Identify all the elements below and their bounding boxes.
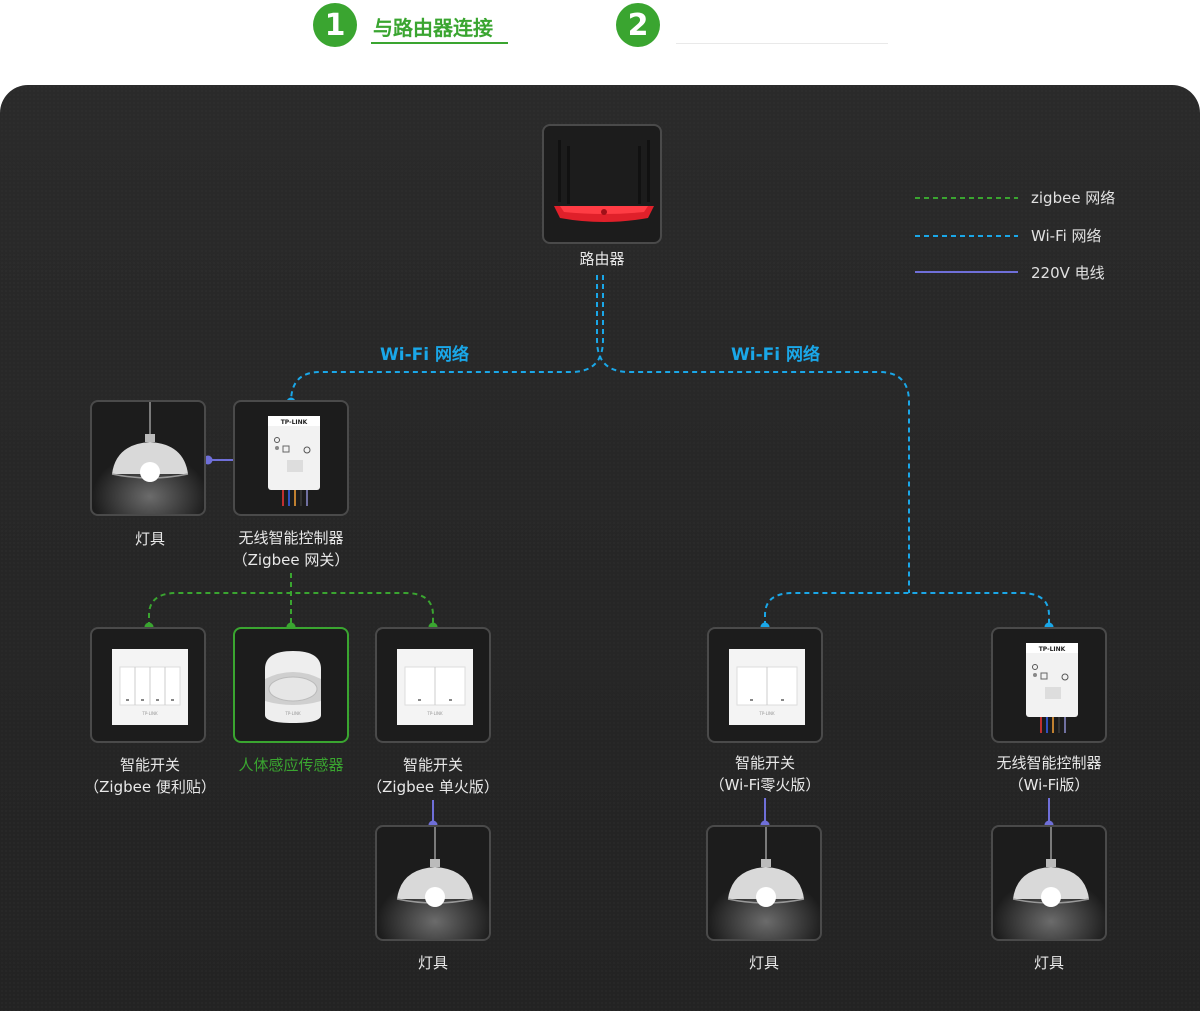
step-1-circle[interactable]: 1 bbox=[313, 3, 357, 47]
lamp-top-card[interactable] bbox=[90, 400, 206, 516]
controller-right-label: 无线智能控制器 bbox=[996, 754, 1102, 772]
router-card[interactable] bbox=[542, 124, 662, 244]
svg-text:TP-LINK: TP-LINK bbox=[426, 711, 443, 716]
switch-2b-label: 智能开关 bbox=[734, 754, 795, 772]
switch-2a-label: 智能开关 bbox=[402, 756, 463, 774]
svg-text:TP-LINK: TP-LINK bbox=[141, 711, 158, 716]
sensor-card[interactable]: TP-LINK bbox=[233, 627, 349, 743]
controller-right-card[interactable]: TP-LINK bbox=[991, 627, 1107, 743]
diagram-panel: zigbee 网络 Wi-Fi 网络 220V 电线 Wi-Fi 网络 Wi-F… bbox=[0, 85, 1200, 1011]
sensor-label: 人体感应传感器 bbox=[238, 756, 344, 774]
pendant-lamp-icon bbox=[993, 827, 1105, 939]
step-2-number: 2 bbox=[627, 7, 649, 43]
four-gang-switch-icon: TP-LINK bbox=[112, 649, 188, 725]
lamp-b1-label: 灯具 bbox=[417, 954, 448, 972]
controller-right-sublabel: （Wi-Fi版） bbox=[1008, 776, 1090, 794]
switch-2b-card[interactable]: TP-LINK bbox=[707, 627, 823, 743]
switch-4-sublabel: （Zigbee 便利贴） bbox=[84, 778, 216, 796]
wifi-line-right bbox=[596, 275, 910, 593]
lamp-b3-card[interactable] bbox=[991, 825, 1107, 941]
switch-4-label: 智能开关 bbox=[119, 756, 180, 774]
svg-text:TP-LINK: TP-LINK bbox=[284, 711, 301, 716]
step-1-label[interactable]: 与路由器连接 bbox=[373, 16, 493, 40]
controller-left-label: 无线智能控制器 bbox=[238, 529, 344, 547]
lamp-b2-card[interactable] bbox=[706, 825, 822, 941]
lamp-top-label: 灯具 bbox=[134, 530, 165, 548]
two-gang-switch-icon: TP-LINK bbox=[397, 649, 473, 725]
svg-text:TP-LINK: TP-LINK bbox=[281, 419, 308, 426]
wifi-network-label-right: Wi-Fi 网络 bbox=[731, 345, 820, 365]
svg-text:TP-LINK: TP-LINK bbox=[758, 711, 775, 716]
wifi-line-bottom bbox=[764, 592, 1050, 626]
legend-wifi-label: Wi-Fi 网络 bbox=[1031, 227, 1102, 245]
pendant-lamp-icon bbox=[708, 827, 820, 939]
zigbee-line-bus bbox=[148, 592, 434, 627]
step-1-number: 1 bbox=[324, 7, 346, 43]
legend-power-label: 220V 电线 bbox=[1031, 264, 1105, 282]
lamp-b3-label: 灯具 bbox=[1033, 954, 1064, 972]
controller-left-sublabel: （Zigbee 网关） bbox=[232, 551, 350, 569]
step-2-circle[interactable]: 2 bbox=[616, 3, 660, 47]
controller-left-card[interactable]: TP-LINK bbox=[233, 400, 349, 516]
step-1-underline bbox=[371, 42, 508, 44]
wifi-line-left bbox=[290, 275, 604, 403]
controller-module-icon: TP-LINK bbox=[268, 416, 320, 506]
svg-text:TP-LINK: TP-LINK bbox=[1039, 646, 1066, 653]
pendant-lamp-icon bbox=[92, 402, 204, 514]
step-2-underline bbox=[676, 43, 888, 44]
lamp-b1-card[interactable] bbox=[375, 825, 491, 941]
legend-zigbee-label: zigbee 网络 bbox=[1031, 189, 1116, 207]
switch-4-card[interactable]: TP-LINK bbox=[90, 627, 206, 743]
motion-sensor-icon: TP-LINK bbox=[265, 651, 321, 723]
wifi-network-label-left: Wi-Fi 网络 bbox=[380, 345, 469, 365]
two-gang-switch-icon: TP-LINK bbox=[729, 649, 805, 725]
controller-module-icon: TP-LINK bbox=[1026, 643, 1078, 733]
router-label: 路由器 bbox=[579, 250, 625, 268]
router-icon bbox=[554, 140, 654, 222]
lamp-b2-label: 灯具 bbox=[748, 954, 779, 972]
pendant-lamp-icon bbox=[377, 827, 489, 939]
switch-2a-sublabel: （Zigbee 单火版） bbox=[367, 778, 499, 796]
switch-2a-card[interactable]: TP-LINK bbox=[375, 627, 491, 743]
switch-2b-sublabel: （Wi-Fi零火版） bbox=[709, 776, 821, 794]
